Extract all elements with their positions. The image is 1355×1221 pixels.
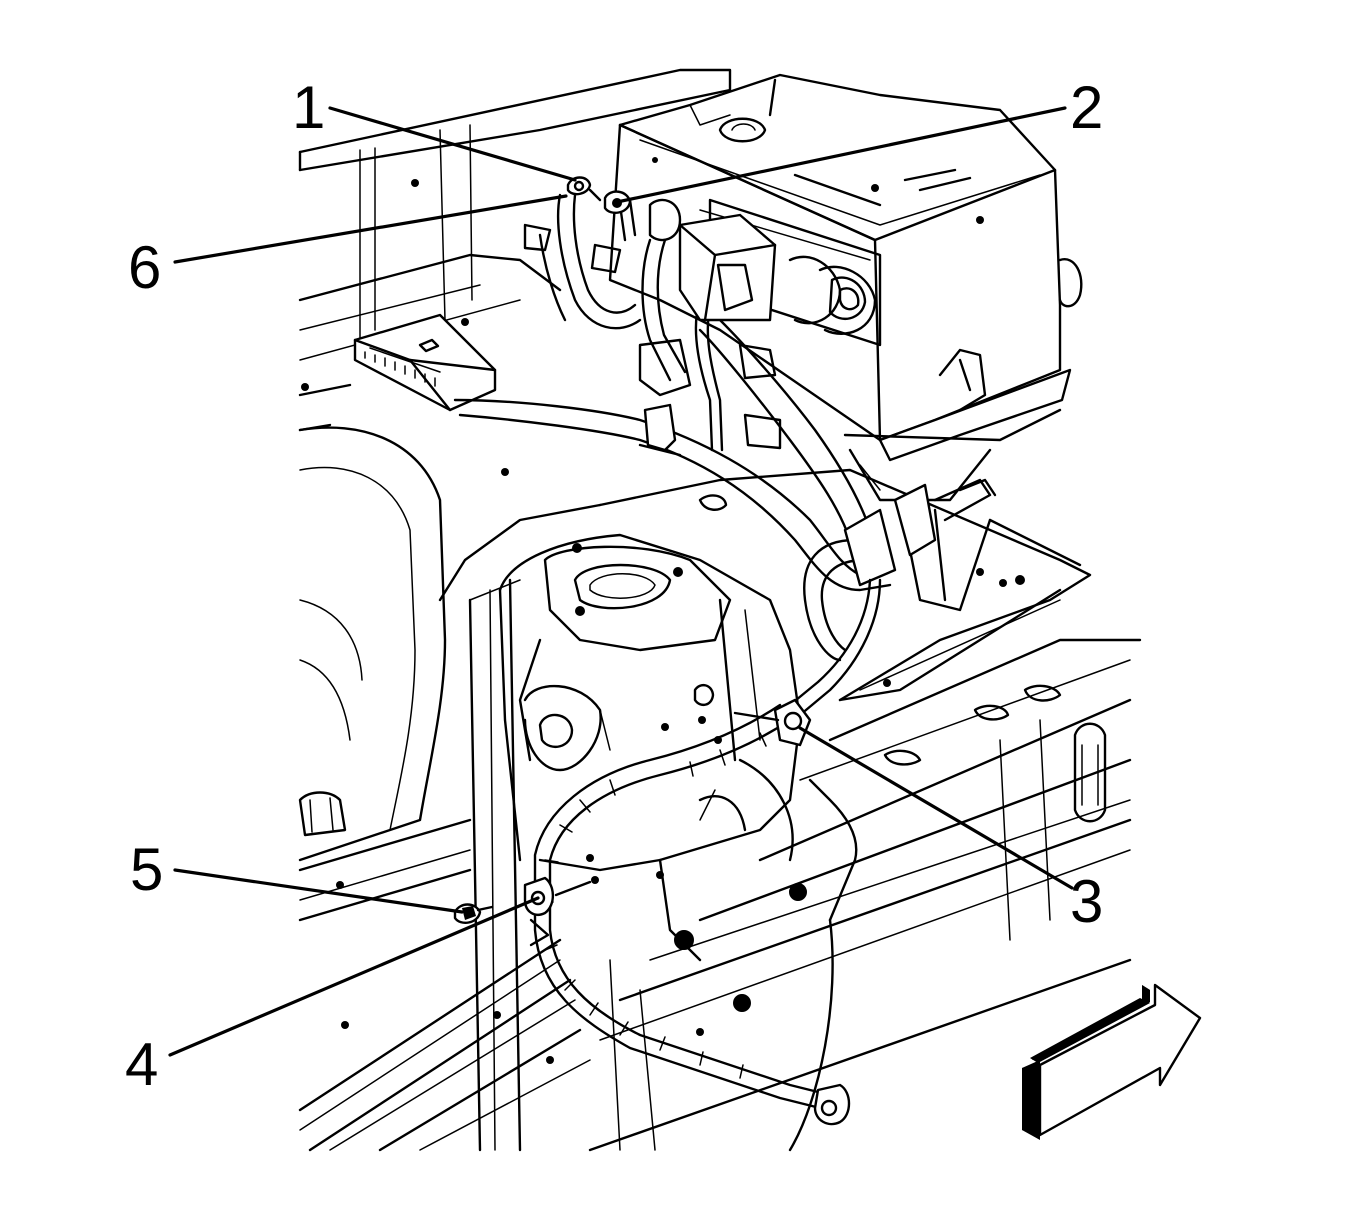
callouts: 1 2 3 4 5 6	[125, 74, 1103, 1098]
callout-4: 4	[125, 1031, 158, 1098]
leader-lines	[168, 106, 1074, 1057]
callout-3: 3	[1070, 868, 1103, 935]
module-box	[608, 73, 1083, 612]
front-direction-arrow-icon	[1022, 983, 1202, 1140]
leader-line-5	[173, 868, 464, 914]
callout-2: 2	[1070, 74, 1103, 141]
fuse-block	[353, 313, 497, 412]
leader-line-1	[328, 106, 577, 182]
leader-line-3	[798, 726, 1074, 890]
callout-1: 1	[292, 74, 325, 141]
callout-6: 6	[128, 234, 161, 301]
wiring-harness	[298, 176, 992, 1126]
leader-line-2	[615, 106, 1067, 204]
leader-line-6	[173, 194, 568, 264]
body-panels	[298, 68, 1142, 1152]
leader-line-4	[168, 896, 540, 1057]
strut-tower	[498, 533, 858, 1152]
callout-5: 5	[130, 836, 163, 903]
